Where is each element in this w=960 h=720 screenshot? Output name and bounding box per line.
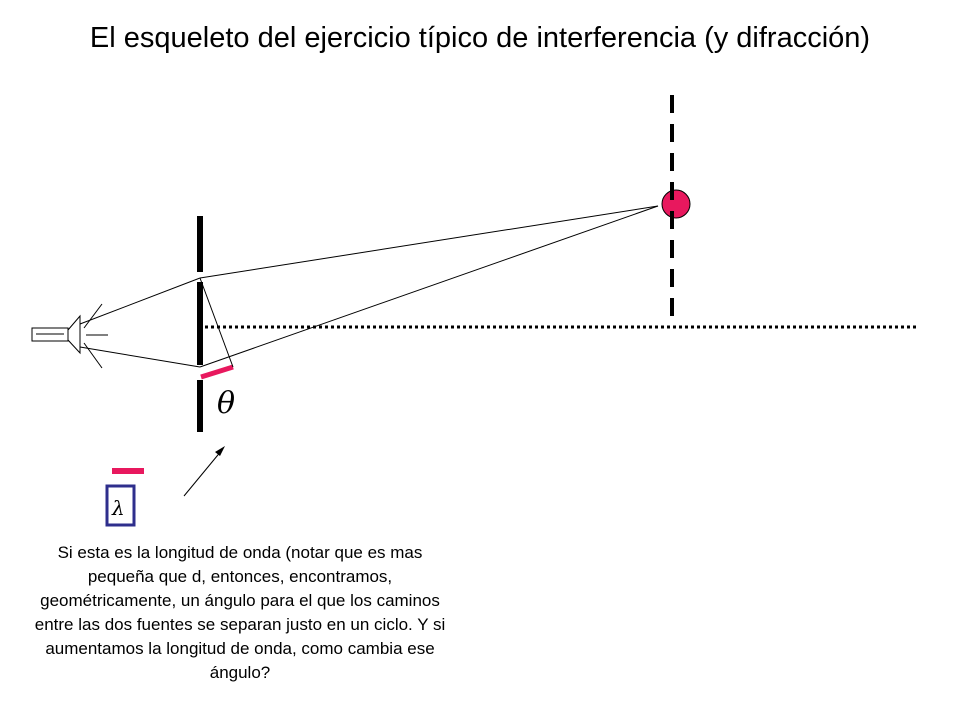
ray-source-to-top-slit	[79, 277, 201, 325]
wavelength-box	[105, 484, 136, 527]
light-source-icon	[31, 303, 108, 369]
lambda-label: λ	[111, 496, 125, 520]
path-difference-marker	[200, 364, 234, 380]
slide-title: El esqueleto del ejercicio típico de int…	[89, 22, 871, 54]
caption-text: Si esta es la longitud de onda (notar qu…	[34, 543, 446, 682]
pointer-arrow-head	[215, 446, 225, 456]
ray-bottom-slit-to-screen	[199, 205, 659, 368]
theta-label: θ	[217, 386, 235, 421]
ray-source-to-bottom-slit	[79, 346, 201, 368]
perpendicular-line	[199, 277, 234, 368]
pointer-arrow	[183, 449, 223, 497]
observation-point	[661, 189, 691, 219]
ray-top-slit-to-screen	[199, 205, 659, 279]
